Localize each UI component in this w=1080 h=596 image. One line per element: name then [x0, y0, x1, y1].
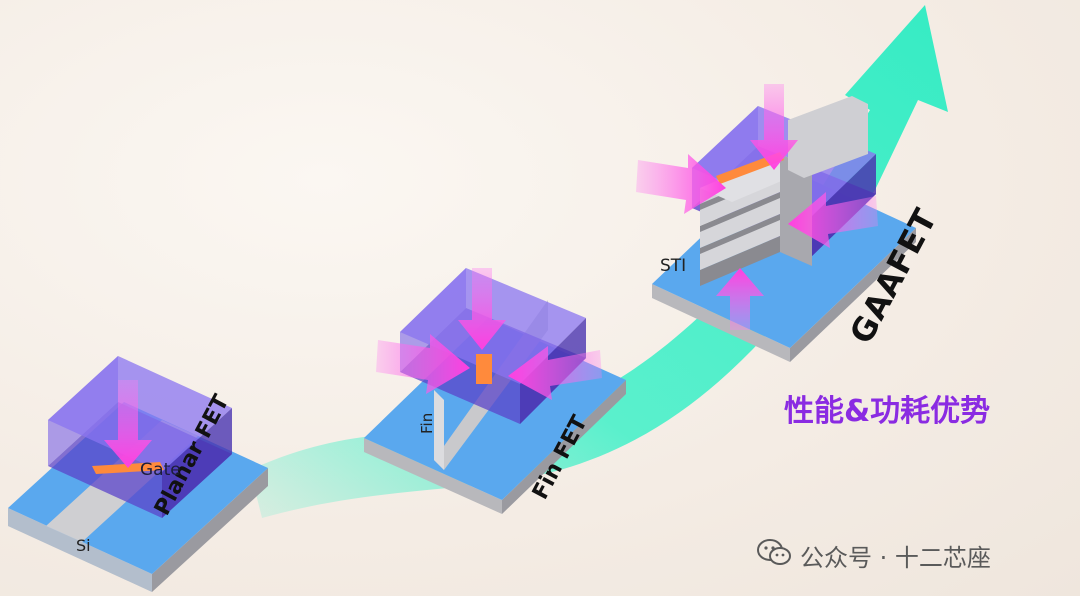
- fin-label: Fin: [418, 412, 436, 434]
- gate-label: Gate: [140, 460, 181, 480]
- watermark-text: 公众号 · 十二芯座: [800, 544, 991, 572]
- wechat-icon: [757, 539, 791, 565]
- sti-label: STI: [660, 256, 687, 276]
- si-label: Si: [76, 536, 91, 555]
- finfet-structure: [364, 268, 626, 514]
- headline-text: 性能&功耗优势: [784, 394, 991, 429]
- gaafet-structure: [636, 84, 916, 362]
- planar-fet-structure: [8, 356, 268, 592]
